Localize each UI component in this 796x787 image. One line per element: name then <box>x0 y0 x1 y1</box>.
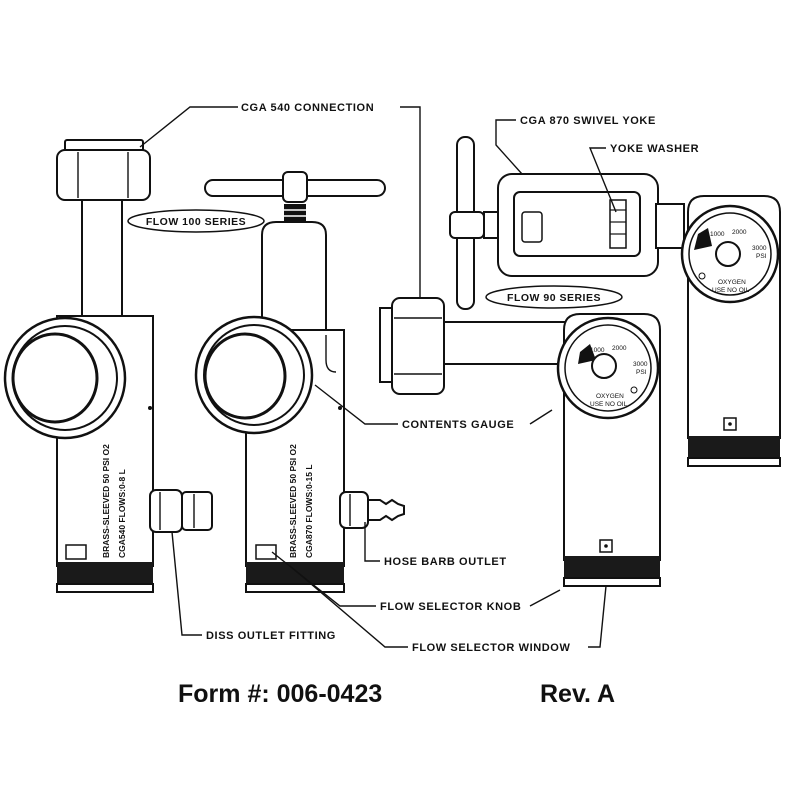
label-contents-gauge: CONTENTS GAUGE <box>402 419 514 431</box>
flow90-gauge-warning: USE NO OIL <box>590 401 628 408</box>
label-cga870-swivel-yoke: CGA 870 SWIVEL YOKE <box>520 115 656 127</box>
flow90-contents-gauge: 1000 2000 3000 PSI OXYGEN USE NO OIL <box>556 316 660 420</box>
flow100-contents-gauge <box>194 315 314 435</box>
cga540-flow-window <box>65 544 87 560</box>
label-diss-outlet-fitting: DISS OUTLET FITTING <box>206 630 336 642</box>
flow90-gauge-tick-2000: 2000 <box>612 345 627 352</box>
swivel-yoke <box>497 173 659 277</box>
flow90-gauge-tick-1000: 1000 <box>590 347 605 354</box>
yoke-gauge-warning: USE NO OIL <box>712 287 750 294</box>
leader-lines <box>139 106 617 648</box>
flow100-flow-window <box>255 544 277 560</box>
yoke-t-handle <box>449 136 499 310</box>
flow100-body-text-2: CGA870 FLOWS:0-15 L <box>304 464 314 558</box>
cga540-flow-selector-knob <box>57 562 153 584</box>
flow100-body-text-1: BRASS-SLEEVED 50 PSI O2 <box>288 444 298 558</box>
flow90-hex-nut <box>391 297 445 395</box>
cga540-body-text-1: BRASS-SLEEVED 50 PSI O2 <box>101 444 111 558</box>
series-flow100: FLOW 100 SERIES <box>127 209 265 233</box>
series-flow90-label: FLOW 90 SERIES <box>507 292 601 304</box>
regulator-cga540: BRASS-SLEEVED 50 PSI O2 CGA540 FLOWS:0-8… <box>3 139 213 593</box>
label-hose-barb-outlet: HOSE BARB OUTLET <box>384 556 507 568</box>
flow90-gauge-unit: PSI <box>636 369 647 376</box>
revision: Rev. A <box>540 680 616 708</box>
label-flow-selector-window: FLOW SELECTOR WINDOW <box>412 642 570 654</box>
cga540-hex-nut <box>56 139 151 201</box>
yoke-flow-selector-knob <box>688 436 780 458</box>
series-flow90: FLOW 90 SERIES <box>485 285 623 309</box>
hose-barb-outlet <box>339 491 405 529</box>
flow100-flow-selector-knob <box>246 562 344 584</box>
regulator-flow100: BRASS-SLEEVED 50 PSI O2 CGA870 FLOWS:0-1… <box>194 171 405 593</box>
regulator-flow90: 1000 2000 3000 PSI OXYGEN USE NO OIL <box>379 297 661 587</box>
yoke-gauge-tick-2000: 2000 <box>732 229 747 236</box>
flow90-gauge-gas: OXYGEN <box>596 393 624 400</box>
yoke-gauge-gas: OXYGEN <box>718 279 746 286</box>
cga540-body-text-2: CGA540 FLOWS:0-8 L <box>117 469 127 558</box>
yoke-gauge-tick-3000: 3000 <box>752 245 767 252</box>
series-flow100-label: FLOW 100 SERIES <box>146 216 246 228</box>
label-flow-selector-knob: FLOW SELECTOR KNOB <box>380 601 521 613</box>
diss-outlet-fitting <box>149 489 213 533</box>
form-number: Form #: 006-0423 <box>178 680 383 708</box>
flow90-flow-selector-knob <box>564 556 660 578</box>
label-cga540-connection: CGA 540 CONNECTION <box>241 102 374 114</box>
yoke-contents-gauge: 1000 2000 3000 PSI OXYGEN USE NO OIL <box>680 204 780 304</box>
yoke-gauge-unit: PSI <box>756 253 767 260</box>
label-yoke-washer: YOKE WASHER <box>610 143 699 155</box>
flow90-gauge-tick-3000: 3000 <box>633 361 648 368</box>
regulator-cga870-yoke: 1000 2000 3000 PSI OXYGEN USE NO OIL <box>449 136 781 467</box>
cga540-contents-gauge <box>3 316 127 440</box>
yoke-gauge-tick-1000: 1000 <box>710 231 725 238</box>
t-handle <box>204 171 386 224</box>
